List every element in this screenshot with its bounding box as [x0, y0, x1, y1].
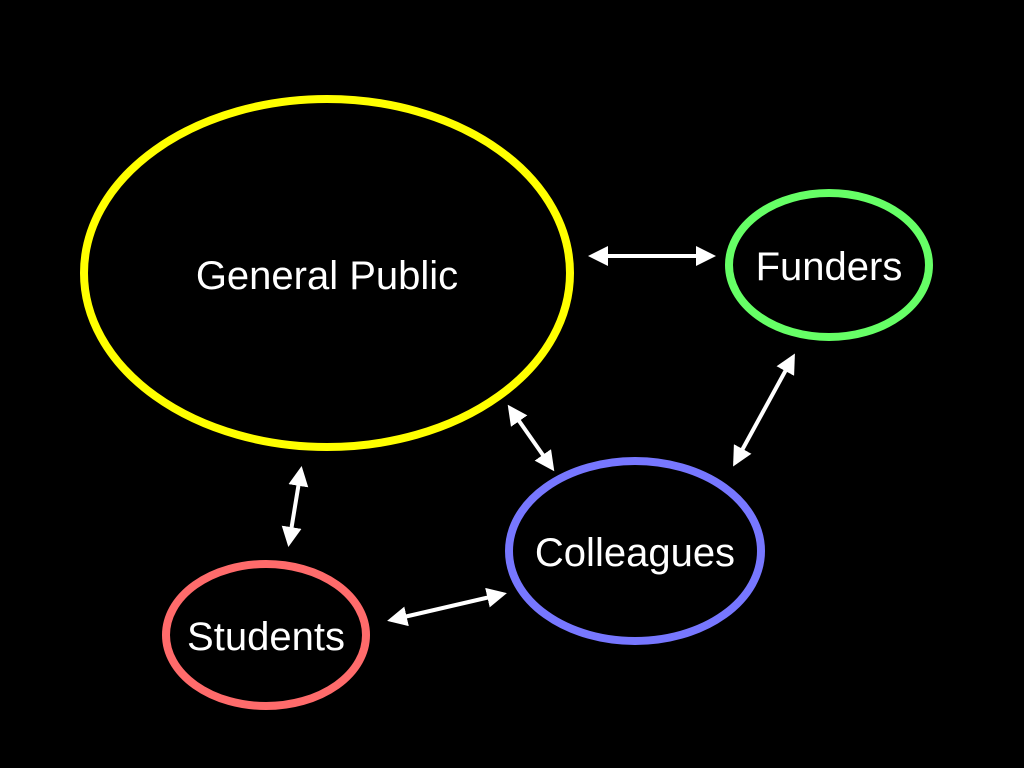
- students-label: Students: [187, 615, 345, 659]
- arrow-funders-colleagues: [733, 353, 795, 467]
- funders-label: Funders: [756, 245, 903, 289]
- arrow-students-colleagues: [387, 587, 507, 627]
- students-ellipse: [162, 560, 370, 710]
- arrow-general-public-colleagues: [507, 404, 555, 472]
- general-public-ellipse: [80, 95, 574, 451]
- colleagues-ellipse: [505, 457, 765, 645]
- arrow-general-public-students: [281, 466, 309, 547]
- funders-ellipse: [725, 189, 933, 341]
- general-public-label: General Public: [196, 254, 458, 298]
- colleagues-label: Colleagues: [535, 531, 735, 575]
